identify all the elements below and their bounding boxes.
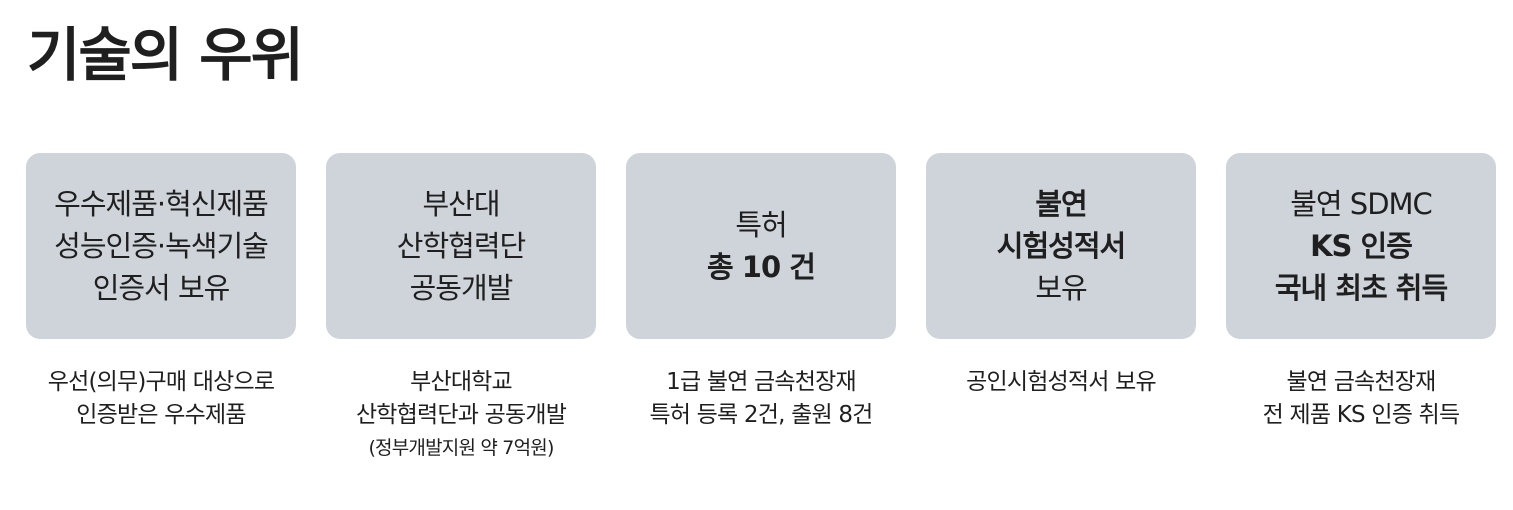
- page-title: 기술의 우위: [27, 21, 304, 89]
- card-certification: 우수제품·혁신제품 성능인증·녹색기술 인증서 보유 우선(의무)구매 대상으로…: [26, 153, 296, 464]
- card-box: 불연 SDMC KS 인증 국내 최초 취득: [1226, 153, 1496, 339]
- card-line: 총 10 건: [707, 250, 816, 284]
- caption-line: 1급 불연 금속천장재: [666, 369, 857, 395]
- card-line: KS 인증: [1310, 229, 1413, 263]
- caption-line: 산학협력단과 공동개발: [355, 402, 567, 428]
- caption-line: 공인시험성적서 보유: [966, 369, 1157, 395]
- card-box: 우수제품·혁신제품 성능인증·녹색기술 인증서 보유: [26, 153, 296, 339]
- card-line: 성능인증·녹색기술: [54, 229, 269, 263]
- caption-line: 전 제품 KS 인증 취득: [1262, 402, 1460, 428]
- card-joint-development: 부산대 산학협력단 공동개발 부산대학교 산학협력단과 공동개발 (정부개발지원…: [326, 153, 596, 464]
- caption-line: 특허 등록 2건, 출원 8건: [649, 402, 873, 428]
- card-box: 특허 총 10 건: [626, 153, 896, 339]
- card-line: 시험성적서: [996, 229, 1126, 263]
- card-line: 국내 최초 취득: [1274, 271, 1448, 305]
- caption-line: 불연 금속천장재: [1286, 369, 1436, 395]
- card-ks-certification: 불연 SDMC KS 인증 국내 최초 취득 불연 금속천장재 전 제품 KS …: [1226, 153, 1496, 464]
- caption-line: 부산대학교: [410, 369, 513, 395]
- card-line: 불연 SDMC: [1290, 187, 1433, 221]
- card-patents: 특허 총 10 건 1급 불연 금속천장재 특허 등록 2건, 출원 8건: [626, 153, 896, 464]
- card-line: 불연: [1035, 187, 1087, 221]
- card-line: 부산대: [422, 187, 500, 221]
- caption-line: 우선(의무)구매 대상으로: [47, 369, 275, 395]
- card-caption: 1급 불연 금속천장재 특허 등록 2건, 출원 8건: [616, 366, 906, 432]
- card-test-report: 불연 시험성적서 보유 공인시험성적서 보유: [926, 153, 1196, 464]
- card-caption: 부산대학교 산학협력단과 공동개발 (정부개발지원 약 7억원): [316, 366, 606, 464]
- advantage-cards: 우수제품·혁신제품 성능인증·녹색기술 인증서 보유 우선(의무)구매 대상으로…: [26, 153, 1496, 464]
- card-line: 인증서 보유: [92, 271, 231, 305]
- card-line: 특허: [735, 208, 787, 242]
- card-box: 부산대 산학협력단 공동개발: [326, 153, 596, 339]
- card-line: 공동개발: [409, 271, 514, 305]
- caption-line: (정부개발지원 약 7억원): [368, 437, 554, 459]
- card-line: 우수제품·혁신제품: [54, 187, 269, 221]
- card-line: 산학협력단: [396, 229, 526, 263]
- card-line: 보유: [1035, 271, 1087, 305]
- card-caption: 공인시험성적서 보유: [916, 366, 1206, 399]
- card-caption: 우선(의무)구매 대상으로 인증받은 우수제품: [16, 366, 306, 432]
- card-caption: 불연 금속천장재 전 제품 KS 인증 취득: [1216, 366, 1506, 432]
- card-box: 불연 시험성적서 보유: [926, 153, 1196, 339]
- caption-line: 인증받은 우수제품: [76, 402, 246, 428]
